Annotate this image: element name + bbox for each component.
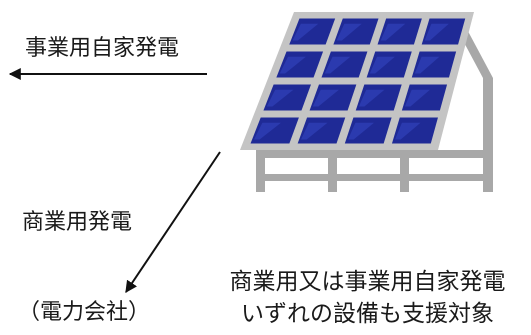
solar-cell-highlight — [279, 56, 306, 74]
panel-cells — [250, 18, 466, 144]
solar-cell-highlight — [414, 56, 440, 74]
arrow-down-left-icon — [125, 151, 221, 293]
solar-cell-highlight — [358, 89, 385, 107]
label-power-company: （電力会社） — [18, 300, 151, 325]
label-commercial: 商業用発電 — [22, 210, 133, 235]
solar-cell — [411, 51, 457, 78]
caption: 商業用又は事業用自家発電 いずれの設備も支援対象 — [200, 266, 531, 330]
solar-cell-highlight — [300, 122, 328, 140]
solar-cell-highlight — [380, 23, 406, 41]
solar-cell-highlight — [348, 122, 374, 140]
solar-cell-highlight — [424, 23, 449, 41]
solar-cell-highlight — [404, 89, 430, 107]
solar-cell-highlight — [336, 23, 362, 41]
solar-panel-icon — [240, 12, 493, 192]
solar-cell-highlight — [292, 23, 319, 41]
solar-cell-highlight — [266, 89, 294, 107]
solar-cell-highlight — [369, 56, 395, 74]
solar-cell-highlight — [395, 122, 421, 140]
solar-cell-highlight — [324, 56, 351, 74]
label-self-use: 事業用自家発電 — [25, 36, 180, 61]
caption-line-1: 商業用又は事業用自家発電 — [229, 269, 506, 295]
solar-cell-highlight — [312, 89, 339, 107]
caption-line-2: いずれの設備も支援対象 — [241, 301, 494, 327]
solar-cell-highlight — [253, 122, 281, 140]
